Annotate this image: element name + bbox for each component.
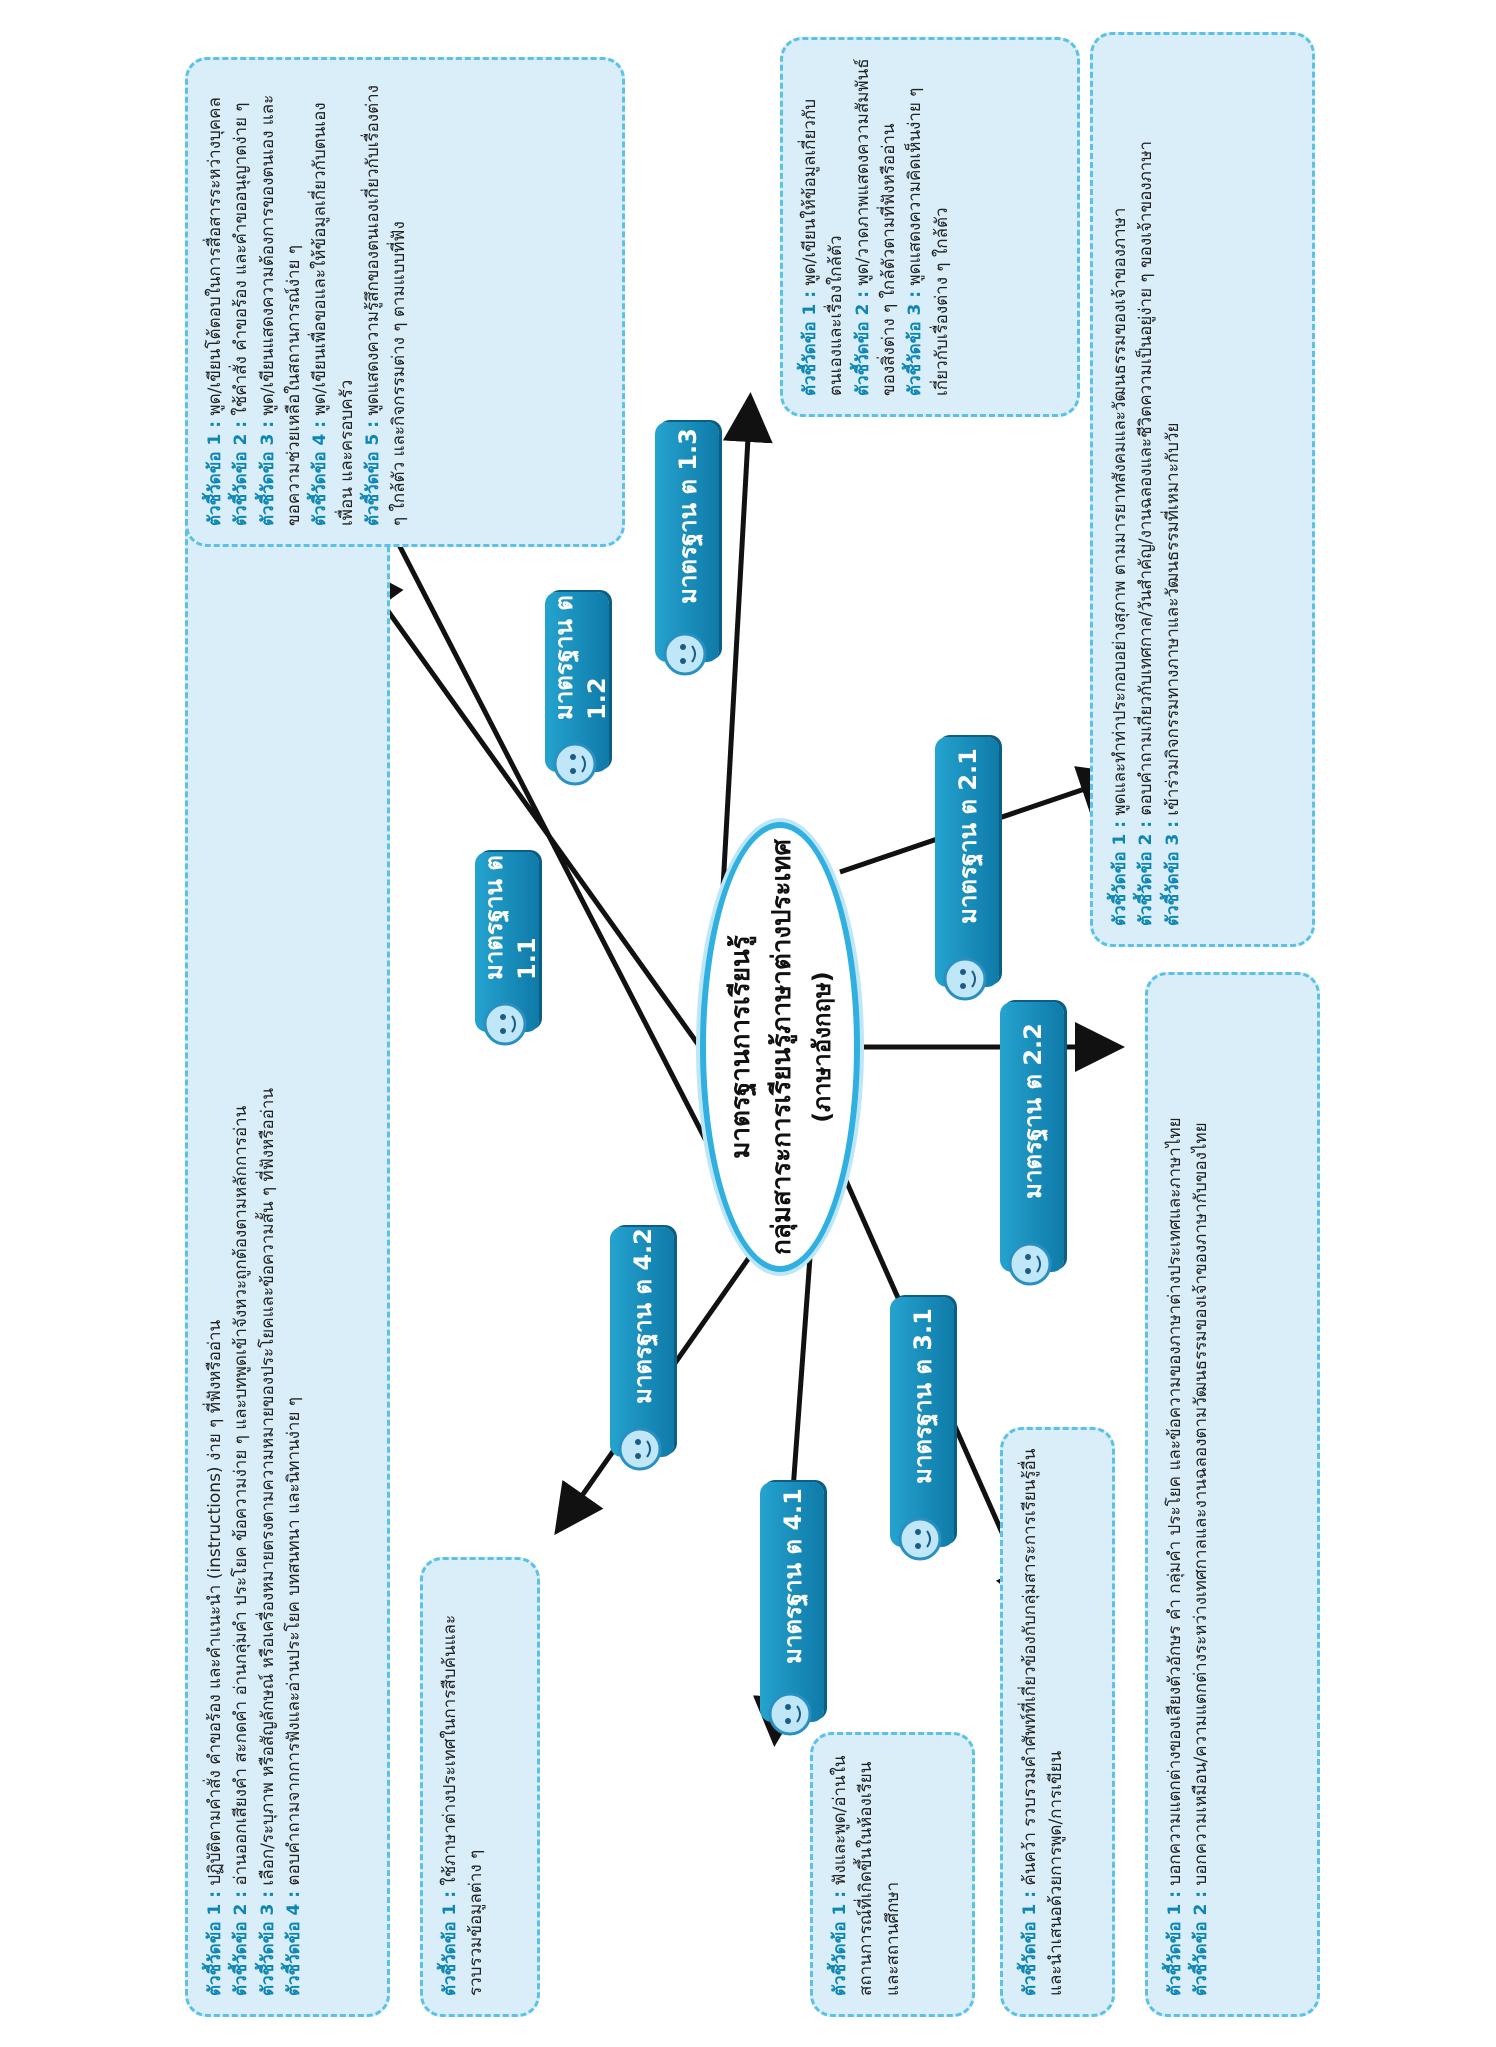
connector-1-2: [354, 563, 703, 1049]
mascot-icon: [663, 632, 707, 676]
indicator-row: ตัวชี้วัดข้อ 4 : พูด/เขียนเพื่อขอและให้ข…: [310, 102, 357, 526]
indicator-row: ตัวชี้วัดข้อ 2 : พูด/วาดภาพแสดงความสัมพั…: [852, 58, 900, 396]
center-subtitle: กลุ่มสาระการเรียนรู้ภาษาต่างประเทศ: [766, 839, 797, 1255]
indicator-row: ตัวชี้วัดข้อ 3 : พูดแสดงความคิดเห็นง่าย …: [905, 87, 952, 396]
standard-1-2-label: มาตรฐาน ต 1.2: [549, 595, 611, 720]
indicator-box-4-1: ตัวชี้วัดข้อ 1 : ฟังและพูด/อ่านในสถานการ…: [810, 1732, 975, 2017]
indicator-box-1-2: ตัวชี้วัดข้อ 1 : พูด/เขียนโต้ตอบในการสื่…: [185, 57, 625, 547]
standard-1-2-tag: มาตรฐาน ต 1.2: [545, 592, 611, 786]
indicator-row: ตัวชี้วัดข้อ 3 : เข้าร่วมกิจกรรมทางภาษาแ…: [1162, 422, 1183, 926]
standard-4-1-label: มาตรฐาน ต 4.1: [778, 1488, 807, 1664]
standard-2-2-tag: มาตรฐาน ต 2.2: [1000, 1002, 1064, 1286]
standard-3-1-label: มาตรฐาน ต 3.1: [908, 1308, 937, 1484]
indicator-row: ตัวชี้วัดข้อ 2 : บอกความเหมือน/ความแตกต่…: [1191, 1122, 1212, 1996]
standard-2-1-tag: มาตรฐาน ต 2.1: [935, 737, 999, 1001]
indicator-row: ตัวชี้วัดข้อ 1 : ค้นคว้า รวบรวมคำศัพท์ที…: [1020, 1448, 1067, 1996]
indicator-box-2-1: ตัวชี้วัดข้อ 1 : พูดและทำท่าประกอบอย่างส…: [1090, 32, 1315, 947]
mascot-icon: [898, 1517, 942, 1561]
standard-1-1-tag: มาตรฐาน ต 1.1: [475, 852, 541, 1046]
standard-4-2-tag: มาตรฐาน ต 4.2: [610, 1227, 674, 1471]
standard-2-1-label: มาตรฐาน ต 2.1: [953, 748, 982, 924]
standard-4-1-tag: มาตรฐาน ต 4.1: [760, 1482, 824, 1736]
connector-1-3: [717, 392, 773, 943]
indicator-row: ตัวชี้วัดข้อ 1 : พูดและทำท่าประกอบอย่างส…: [1110, 207, 1130, 926]
standard-2-2-label: มาตรฐาน ต 2.2: [1018, 1023, 1047, 1199]
center-ellipse: มาตรฐานการเรียนรู้ กลุ่มสาระการเรียนรู้ภ…: [700, 822, 860, 1272]
standard-4-2-label: มาตรฐาน ต 4.2: [628, 1228, 657, 1404]
center-language: (ภาษาอังกฤษ): [807, 971, 836, 1123]
indicator-row: ตัวชี้วัดข้อ 3 : พูด/เขียนแสดงความต้องกา…: [257, 94, 305, 526]
center-title: มาตรฐานการเรียนรู้: [725, 935, 756, 1159]
indicator-row: ตัวชี้วัดข้อ 4 : ตอบคำถามจากการฟังและอ่า…: [284, 1397, 305, 1996]
mascot-icon: [1008, 1242, 1052, 1286]
indicator-row: ตัวชี้วัดข้อ 1 : ฟังและพูด/อ่านในสถานการ…: [830, 1755, 903, 1996]
indicator-row: ตัวชี้วัดข้อ 1 : พูด/เขียนโต้ตอบในการสื่…: [205, 97, 225, 526]
mascot-icon: [553, 742, 597, 786]
indicator-row: ตัวชี้วัดข้อ 5 : พูดแสดงความรู้สึกของตนเ…: [363, 85, 410, 526]
standard-1-3-label: มาตรฐาน ต 1.3: [673, 428, 702, 604]
mascot-icon: [943, 957, 987, 1001]
indicator-row: ตัวชี้วัดข้อ 1 : บอกความแตกต่างของเสียงต…: [1165, 1117, 1185, 1996]
mascot-icon: [483, 1002, 527, 1046]
standard-3-1-tag: มาตรฐาน ต 3.1: [890, 1297, 954, 1561]
indicator-row: ตัวชี้วัดข้อ 1 : ปฏิบัติตามคำสั่ง คำขอร้…: [205, 1319, 225, 1996]
mascot-icon: [768, 1692, 812, 1736]
indicator-box-1-1: ตัวชี้วัดข้อ 1 : ปฏิบัติตามคำสั่ง คำขอร้…: [185, 367, 390, 2017]
indicator-box-1-3: ตัวชี้วัดข้อ 1 : พูด/เขียนให้ข้อมูลเกี่ย…: [780, 37, 1080, 417]
indicator-row: ตัวชี้วัดข้อ 1 : ใช้ภาษาต่างประเทศในการส…: [440, 1614, 487, 1996]
indicator-box-3-1: ตัวชี้วัดข้อ 1 : ค้นคว้า รวบรวมคำศัพท์ที…: [1000, 1427, 1115, 2017]
indicator-row: ตัวชี้วัดข้อ 2 : ใช้คำสั่ง คำขอร้อง และค…: [231, 102, 252, 526]
standard-1-3-tag: มาตรฐาน ต 1.3: [655, 422, 719, 676]
indicator-box-2-2: ตัวชี้วัดข้อ 1 : บอกความแตกต่างของเสียงต…: [1145, 972, 1320, 2017]
indicator-row: ตัวชี้วัดข้อ 2 : อ่านออกเสียงคำ สะกดคำ อ…: [231, 1105, 252, 1996]
mascot-icon: [618, 1427, 662, 1471]
indicator-row: ตัวชี้วัดข้อ 2 : ตอบคำถามเกี่ยวกับเทศกาล…: [1136, 140, 1157, 926]
indicator-row: ตัวชี้วัดข้อ 3 : เลือก/ระบุภาพ หรือสัญลั…: [257, 1088, 278, 1996]
standard-1-1-label: มาตรฐาน ต 1.1: [479, 855, 541, 980]
indicator-row: ตัวชี้วัดข้อ 1 : พูด/เขียนให้ข้อมูลเกี่ย…: [800, 98, 847, 396]
indicator-box-4-2: ตัวชี้วัดข้อ 1 : ใช้ภาษาต่างประเทศในการส…: [420, 1557, 540, 2017]
